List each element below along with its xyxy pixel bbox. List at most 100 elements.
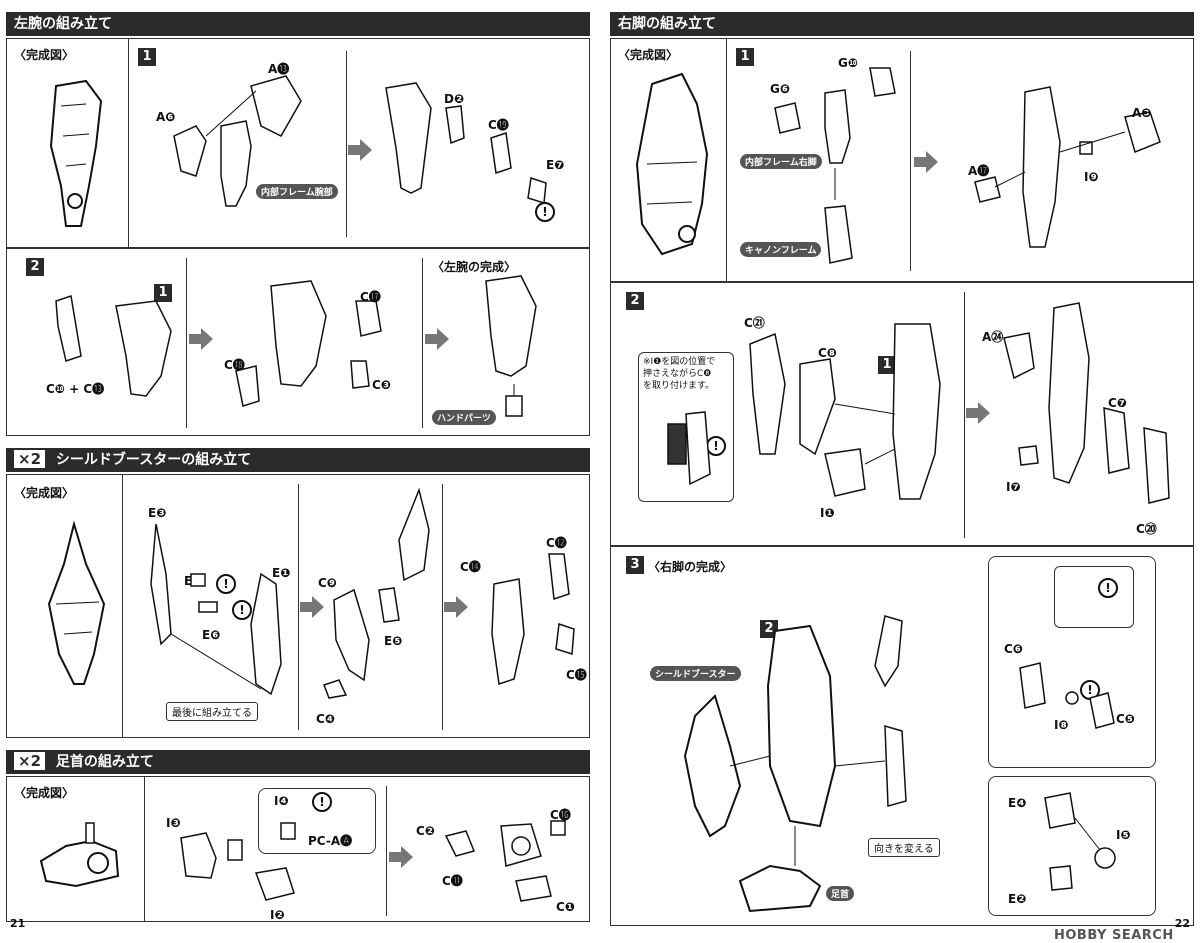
shield-booster-tag: シールドブースター	[650, 666, 741, 681]
leg-detail-parts-top	[1019, 662, 1115, 729]
arm-step2-assembly	[235, 280, 382, 407]
leg-complete-figure	[635, 72, 709, 256]
arm-step2-number: 2	[26, 258, 44, 276]
shield-step3-parts	[491, 553, 575, 685]
arm-part-a6: A❻	[156, 110, 176, 124]
arm-part-c10-c13: C❿ + C⓭	[46, 382, 105, 396]
leg-step3-ref: 2	[760, 620, 778, 638]
leg-part-i7: I❼	[1006, 480, 1021, 494]
leg-step3-figure	[683, 615, 907, 913]
caution-icon: !	[312, 792, 332, 812]
right-page: 右脚の組み立て 〈完成図〉 1 G❻ G❿ 内部フレーム右脚 キャノンフレーム …	[610, 6, 1194, 943]
shield-part-c4: C❹	[316, 712, 335, 726]
arm-step1-number: 1	[138, 48, 156, 66]
shield-part-c12: C⓬	[546, 536, 567, 550]
leg-step2-parts	[749, 323, 941, 500]
leg-section-header: 右脚の組み立て	[610, 12, 1194, 36]
leg-part-a3: A❸	[1132, 106, 1152, 120]
leg-detail-box-bottom	[988, 776, 1156, 916]
arm-part-c17: C⓱	[360, 290, 381, 304]
arm-section-header: 左腕の組み立て	[6, 12, 590, 36]
leg-step1-number: 1	[736, 48, 754, 66]
shield-part-e3: E❸	[148, 506, 167, 520]
ankle-complete-label: 〈完成図〉	[14, 786, 75, 800]
caution-icon: !	[1098, 578, 1118, 598]
hobby-search-watermark: HOBBY SEARCH	[1054, 928, 1174, 943]
leg-part-c21: C㉑	[744, 316, 765, 330]
arm-part-c18: C⓲	[224, 358, 245, 372]
arm-part-c19: C⓳	[488, 118, 509, 132]
leg-complete-label: 〈完成図〉	[618, 48, 679, 62]
ankle-complete-figure	[39, 822, 120, 888]
arm-part-d2: D❷	[444, 92, 465, 106]
assemble-last-note: 最後に組み立てる	[166, 702, 258, 721]
ankle-part-pc-a: PC-A🅐	[308, 834, 353, 848]
leg-step2-ref: 1	[878, 356, 896, 374]
leg-part-i8: I❽	[1054, 718, 1069, 732]
leg-part-i5: I❺	[1116, 828, 1131, 842]
ankle-part-c1: C❶	[556, 900, 575, 914]
leg-part-i9: I❾	[1084, 170, 1099, 184]
leg-part-c5: C❺	[1116, 712, 1135, 726]
leg-detail-parts-bottom	[1044, 792, 1116, 891]
ankle-part-i2: I❷	[270, 908, 285, 922]
shield-part-c14: C⓮	[460, 560, 481, 574]
leg-part-a17: A⓱	[968, 164, 990, 178]
left-page: 左腕の組み立て 〈完成図〉 1 A❻ A⓭ 内部フレーム腕部 D❷ C⓳ E❼ …	[6, 6, 590, 930]
arm-step1-result	[385, 82, 547, 204]
ankle-part-c2: C❷	[416, 824, 435, 838]
shield-step-parts	[150, 523, 282, 696]
arm-complete-title: 〈左腕の完成〉	[432, 260, 517, 274]
leg-step1-parts	[774, 67, 896, 264]
hand-parts-tag: ハンドパーツ	[432, 410, 496, 425]
leg-part-i1: I❶	[820, 506, 835, 520]
shield-part-e1: E❶	[272, 566, 291, 580]
page-number-right: 22	[1174, 917, 1190, 930]
shield-step2-parts	[323, 487, 430, 699]
caution-icon: !	[216, 574, 236, 594]
ankle-step-parts	[180, 822, 296, 901]
leg-step2-note: ※I❶を図の位置で 押さえながらC❽ を取り付けます。	[643, 357, 716, 391]
left-arm-complete-figure	[485, 275, 537, 417]
leg-part-c20: C⑳	[1136, 522, 1157, 536]
note-detail-figure	[667, 411, 711, 486]
leg-part-g10: G❿	[838, 56, 859, 70]
arm-section-title: 左腕の組み立て	[14, 16, 112, 32]
shield-x2-badge: ×2	[14, 450, 46, 468]
leg-section-title: 右脚の組み立て	[618, 16, 716, 32]
ankle-step2-parts	[444, 820, 566, 902]
leg-step2-result	[1003, 302, 1170, 504]
ankle-section-title: 足首の組み立て	[55, 754, 154, 770]
leg-step1-result	[974, 86, 1161, 248]
leg-detail-callout	[1054, 566, 1134, 628]
leg-part-c8: C❽	[818, 346, 837, 360]
cannon-frame-tag: キャノンフレーム	[740, 242, 822, 257]
ankle-section-header: ×2 足首の組み立て	[6, 750, 590, 774]
ankle-part-i4: I❹	[274, 794, 289, 808]
shield-section-header: ×2 シールドブースターの組み立て	[6, 448, 590, 472]
inner-frame-arm-tag: 内部フレーム腕部	[256, 184, 338, 199]
shield-complete-figure	[47, 520, 106, 685]
arm-part-e7: E❼	[546, 158, 565, 172]
leg-part-c6: C❻	[1004, 642, 1023, 656]
arm-step2-parts	[55, 295, 172, 397]
ankle-part-i3: I❸	[166, 816, 181, 830]
caution-icon: !	[232, 600, 252, 620]
leg-step2-number: 2	[626, 292, 644, 310]
change-orientation-note: 向きを変える	[868, 838, 940, 857]
leg-part-e4: E❹	[1008, 796, 1027, 810]
arm-complete-label: 〈完成図〉	[14, 48, 75, 62]
shield-part-c15: C⓯	[566, 668, 587, 682]
caution-icon: !	[535, 202, 555, 222]
ankle-part-c11: C⓫	[442, 874, 463, 888]
inner-frame-right-leg-tag: 内部フレーム右脚	[740, 154, 822, 169]
arm-part-c3: C❸	[372, 378, 391, 392]
page-number-left: 21	[10, 917, 26, 930]
shield-part-e5: E❺	[384, 634, 403, 648]
leg-part-a24: A㉔	[982, 330, 1004, 344]
arm-step1-parts	[173, 75, 302, 207]
ankle-part-c16: C⓰	[550, 808, 571, 822]
leg-part-e2: E❷	[1008, 892, 1027, 906]
shield-complete-label: 〈完成図〉	[14, 486, 75, 500]
shield-part-c9: C❾	[318, 576, 337, 590]
